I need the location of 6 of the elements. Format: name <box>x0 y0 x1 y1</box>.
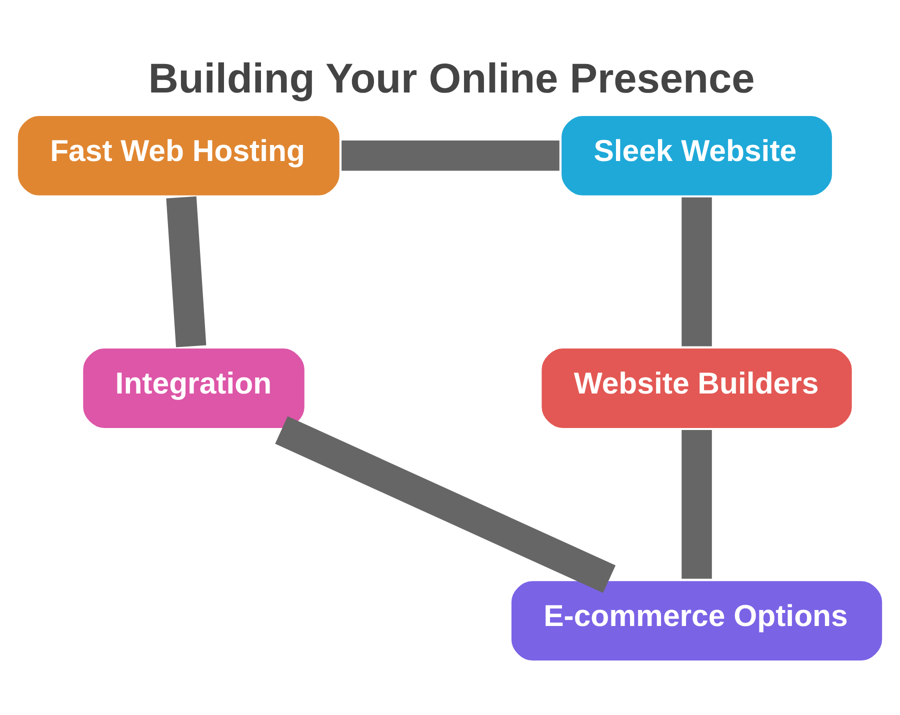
connector <box>166 196 206 347</box>
connector <box>275 416 616 592</box>
connector <box>342 140 560 170</box>
connector <box>682 196 712 346</box>
connector <box>682 430 712 578</box>
diagram-title: Building Your Online Presence <box>148 54 755 102</box>
